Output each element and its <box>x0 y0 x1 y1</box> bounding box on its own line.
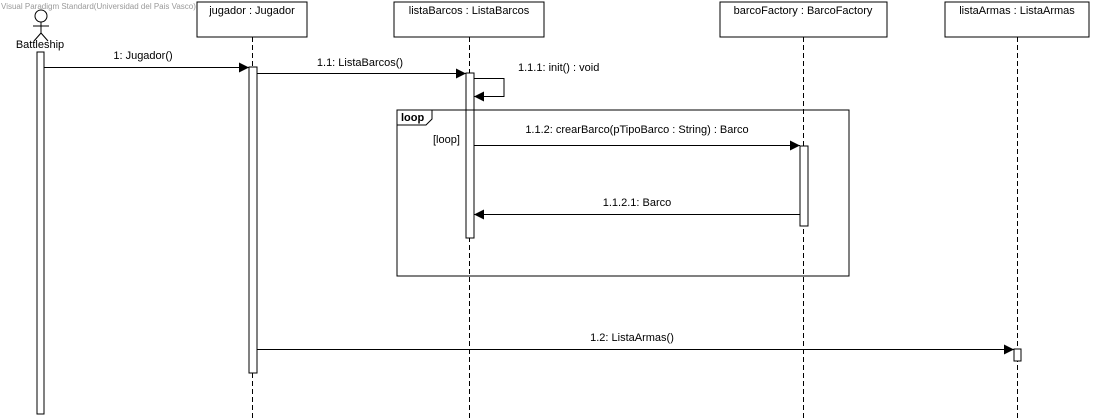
loop-keyword-tab <box>396 110 433 126</box>
message-1-jugador[interactable]: 1: Jugador() <box>44 50 249 73</box>
activation-bar-listabarcos <box>465 72 475 239</box>
actor-battleship[interactable]: Battleship <box>16 9 64 415</box>
loop-keyword: loop <box>401 112 424 124</box>
lifeline-listabarcos[interactable]: listaBarcos : ListaBarcos <box>393 1 545 419</box>
actor-icon <box>33 9 49 42</box>
loop-fragment[interactable]: loop [loop] <box>396 109 850 277</box>
message-label: 1.1.2.1: Barco <box>603 197 672 209</box>
message-1-1-2-crearbarco[interactable]: 1.1.2: crearBarco(pTipoBarco : String) :… <box>474 124 800 151</box>
message-1-1-2-1-barco[interactable]: 1.1.2.1: Barco <box>474 197 800 220</box>
message-label: 1.1.1: init() : void <box>518 62 599 74</box>
message-label: 1.1: ListaBarcos() <box>317 57 403 69</box>
message-label: 1: Jugador() <box>113 50 172 62</box>
lifeline-head-jugador <box>196 1 308 38</box>
lifeline-label-listaarmas: listaArmas : ListaArmas <box>959 5 1075 17</box>
lifeline-jugador[interactable]: jugador : Jugador <box>196 1 308 419</box>
loop-frame <box>396 109 850 277</box>
lifeline-label-barcofactory: barcoFactory : BarcoFactory <box>734 5 873 17</box>
lifeline-barcofactory[interactable]: barcoFactory : BarcoFactory <box>719 1 888 419</box>
message-1-2-listaarmas[interactable]: 1.2: ListaArmas() <box>257 332 1014 355</box>
actor-activation-bar <box>36 51 45 415</box>
message-label: 1.1.2: crearBarco(pTipoBarco : String) :… <box>525 124 748 136</box>
message-label: 1.2: ListaArmas() <box>590 332 674 344</box>
message-1-1-1-init[interactable]: 1.1.1: init() : void <box>474 62 599 102</box>
message-1-1-listabarcos[interactable]: 1.1: ListaBarcos() <box>257 57 466 79</box>
lifeline-listaarmas[interactable]: listaArmas : ListaArmas <box>944 1 1090 419</box>
lifeline-label-jugador: jugador : Jugador <box>208 5 295 17</box>
activation-bar-jugador <box>248 66 258 374</box>
activation-bar-listaarmas <box>1013 348 1022 362</box>
message-self-arrow <box>474 78 505 102</box>
lifeline-label-listabarcos: listaBarcos : ListaBarcos <box>409 5 530 17</box>
loop-guard: [loop] <box>433 134 460 146</box>
actor-name: Battleship <box>16 39 64 51</box>
watermark-text: Visual Paradigm Standard(Universidad del… <box>1 2 196 11</box>
activation-bar-barcofactory <box>799 145 809 227</box>
